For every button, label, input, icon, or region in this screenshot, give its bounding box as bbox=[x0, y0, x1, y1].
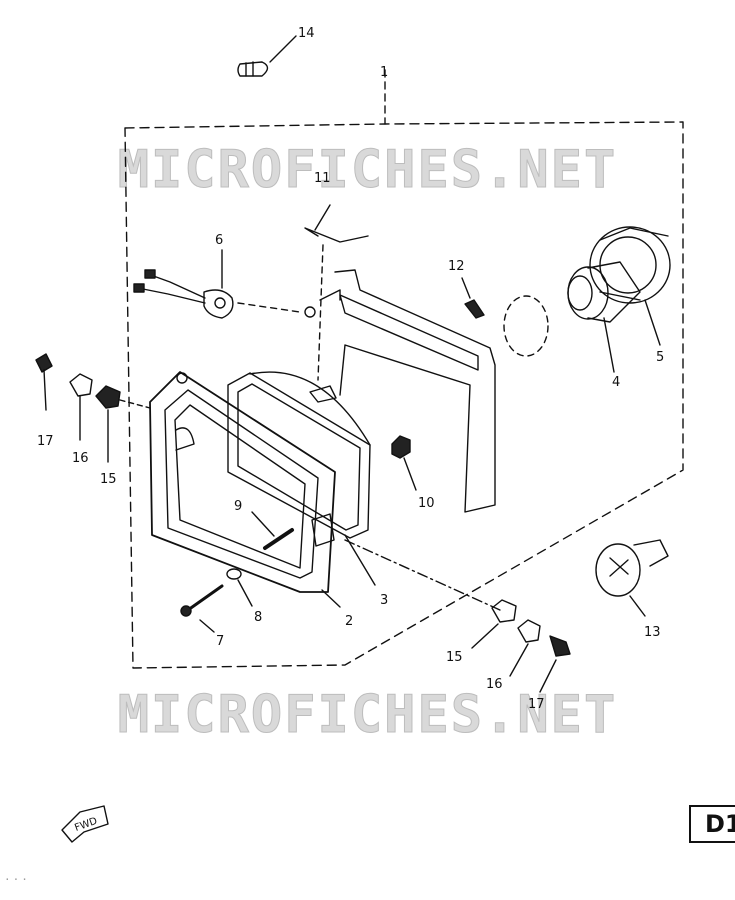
callout-16-left: 16 bbox=[72, 451, 89, 466]
socket-part-4 bbox=[567, 261, 641, 373]
nut-part-10 bbox=[391, 435, 417, 491]
screw-part-7 bbox=[180, 584, 224, 633]
callout-4: 4 bbox=[612, 375, 620, 390]
callout-11: 11 bbox=[314, 171, 331, 186]
callout-13: 13 bbox=[644, 625, 661, 640]
callout-5: 5 bbox=[656, 350, 664, 365]
callout-7: 7 bbox=[216, 634, 224, 649]
callout-17-right: 17 bbox=[528, 697, 545, 712]
screw-part-9 bbox=[251, 511, 294, 550]
callout-6: 6 bbox=[215, 233, 223, 248]
watermark-top: MICROFICHES.NET bbox=[117, 140, 618, 201]
rim-part-2 bbox=[149, 371, 341, 608]
callout-15-left: 15 bbox=[100, 472, 117, 487]
bulb-ghost bbox=[503, 295, 549, 357]
grommet-part-15-right bbox=[471, 599, 517, 649]
callout-15-right: 15 bbox=[446, 650, 463, 665]
callout-2: 2 bbox=[345, 614, 353, 629]
collar-part-16-right bbox=[509, 619, 541, 677]
page-code-box: D1 bbox=[689, 805, 735, 843]
watermark-bottom: MICROFICHES.NET bbox=[117, 685, 618, 746]
callout-12: 12 bbox=[448, 259, 465, 274]
fwd-arrow-icon bbox=[61, 805, 109, 843]
socket-part-13 bbox=[595, 539, 669, 617]
collar-part-16-left bbox=[69, 373, 93, 441]
bolt-part-17-right bbox=[539, 635, 571, 693]
housing-bracket bbox=[304, 269, 496, 513]
callout-14: 14 bbox=[298, 26, 315, 41]
bolt-part-17-left bbox=[35, 353, 53, 411]
callout-16-right: 16 bbox=[486, 677, 503, 692]
callout-9: 9 bbox=[234, 499, 242, 514]
callout-1: 1 bbox=[380, 65, 388, 80]
grommet-part-15-left bbox=[95, 385, 151, 463]
assembly-boundary bbox=[124, 121, 684, 669]
bulb-part-12 bbox=[461, 277, 485, 319]
callout-10: 10 bbox=[418, 496, 435, 511]
headlight-unit-part-3 bbox=[227, 371, 376, 586]
clip-part-11 bbox=[304, 204, 369, 381]
callout-8: 8 bbox=[254, 610, 262, 625]
cover-part-5 bbox=[589, 226, 671, 346]
footer-text: ... bbox=[4, 870, 30, 883]
callout-labels: 1 2 3 4 5 6 7 8 9 10 11 12 13 14 15 15 1… bbox=[37, 26, 664, 834]
callout-3: 3 bbox=[380, 593, 388, 608]
socket-part-6 bbox=[133, 249, 301, 319]
callout-17-left: 17 bbox=[37, 434, 54, 449]
mounting-axis-line bbox=[344, 539, 501, 611]
bulb-part-14 bbox=[237, 35, 297, 77]
washer-part-8 bbox=[226, 568, 253, 607]
